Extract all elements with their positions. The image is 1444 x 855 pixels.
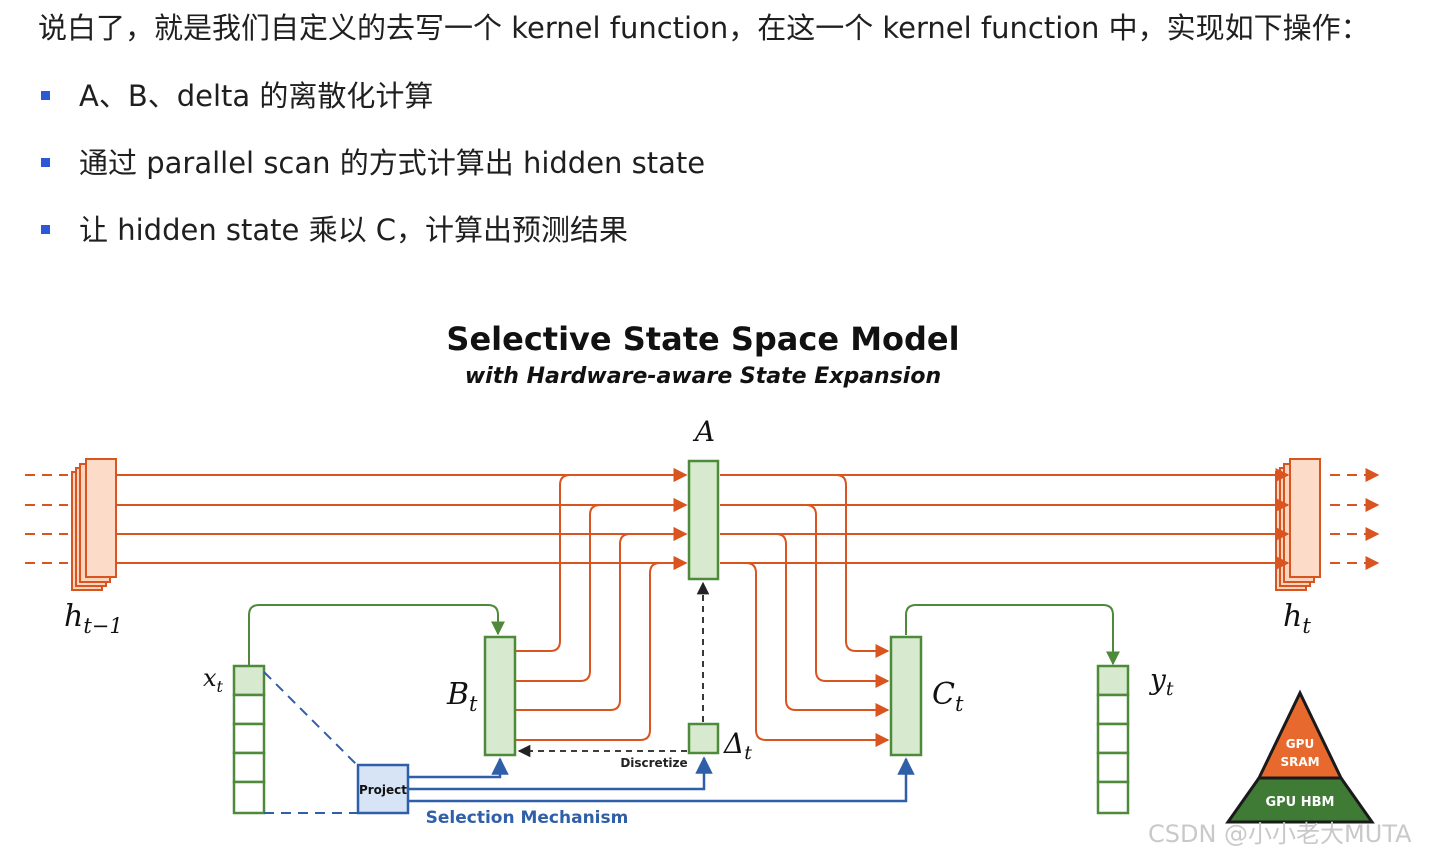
bullet-list: A、B、delta 的离散化计算 通过 parallel scan 的方式计算出… [38,76,705,277]
label-h-prev: ht−1 [64,599,123,638]
label-y-t: yt [1148,663,1174,700]
y-output-column [1096,664,1130,815]
label-selection-mechanism: Selection Mechanism [426,808,629,828]
bullet-marker-icon [41,91,50,100]
discretize-arrows [517,581,710,758]
label-discretize: Discretize [620,756,687,770]
projection-dashed-lines [263,671,359,814]
csdn-watermark: CSDN @小小老大MUTA [1148,820,1412,848]
x-input-column [232,664,266,815]
hidden-state-next-block [1275,458,1321,591]
label-gpu-sram-line1: GPU [1286,737,1314,751]
label-h-t: ht [1283,599,1311,638]
bullet-marker-icon [41,158,50,167]
gpu-memory-pyramid: GPU SRAM GPU HBM [1225,689,1375,824]
label-C-t: Ct [932,677,964,716]
bullet-text-1: A、B、delta 的离散化计算 [79,79,434,113]
intro-paragraph: 说白了，就是我们自定义的去写一个 kernel function，在这一个 ke… [38,11,1370,45]
label-x-t: xt [203,664,224,696]
label-project: Project [359,783,407,797]
hidden-state-prev-block [71,458,117,591]
label-delta-t: Δt [723,727,752,764]
C-matrix-block [889,635,923,757]
label-gpu-hbm: GPU HBM [1265,795,1334,810]
green-flow-arrows [248,604,1120,666]
label-gpu-sram-line2: SRAM [1280,755,1319,769]
bullet-text-3: 让 hidden state 乘以 C，计算出预测结果 [79,213,629,247]
bullet-marker-icon [41,225,50,234]
state-dashed-lines [25,468,1380,570]
bullet-item-3: 让 hidden state 乘以 C，计算出预测结果 [38,210,705,277]
project-block [356,763,410,815]
delta-block [687,722,720,755]
B-matrix-block [483,635,517,757]
bullet-item-2: 通过 parallel scan 的方式计算出 hidden state [38,143,705,210]
bullet-text-2: 通过 parallel scan 的方式计算出 hidden state [79,146,706,180]
bullet-item-1: A、B、delta 的离散化计算 [38,76,705,143]
label-A: A [692,415,715,448]
A-matrix-block [687,459,720,581]
state-to-C-lines [720,474,890,747]
label-B-t: Bt [446,677,478,716]
selection-mechanism-lines [409,756,915,803]
figure-subtitle: with Hardware-aware State Expansion [465,364,941,389]
B-to-state-lines [516,468,688,741]
figure-title: Selective State Space Model [446,320,959,358]
